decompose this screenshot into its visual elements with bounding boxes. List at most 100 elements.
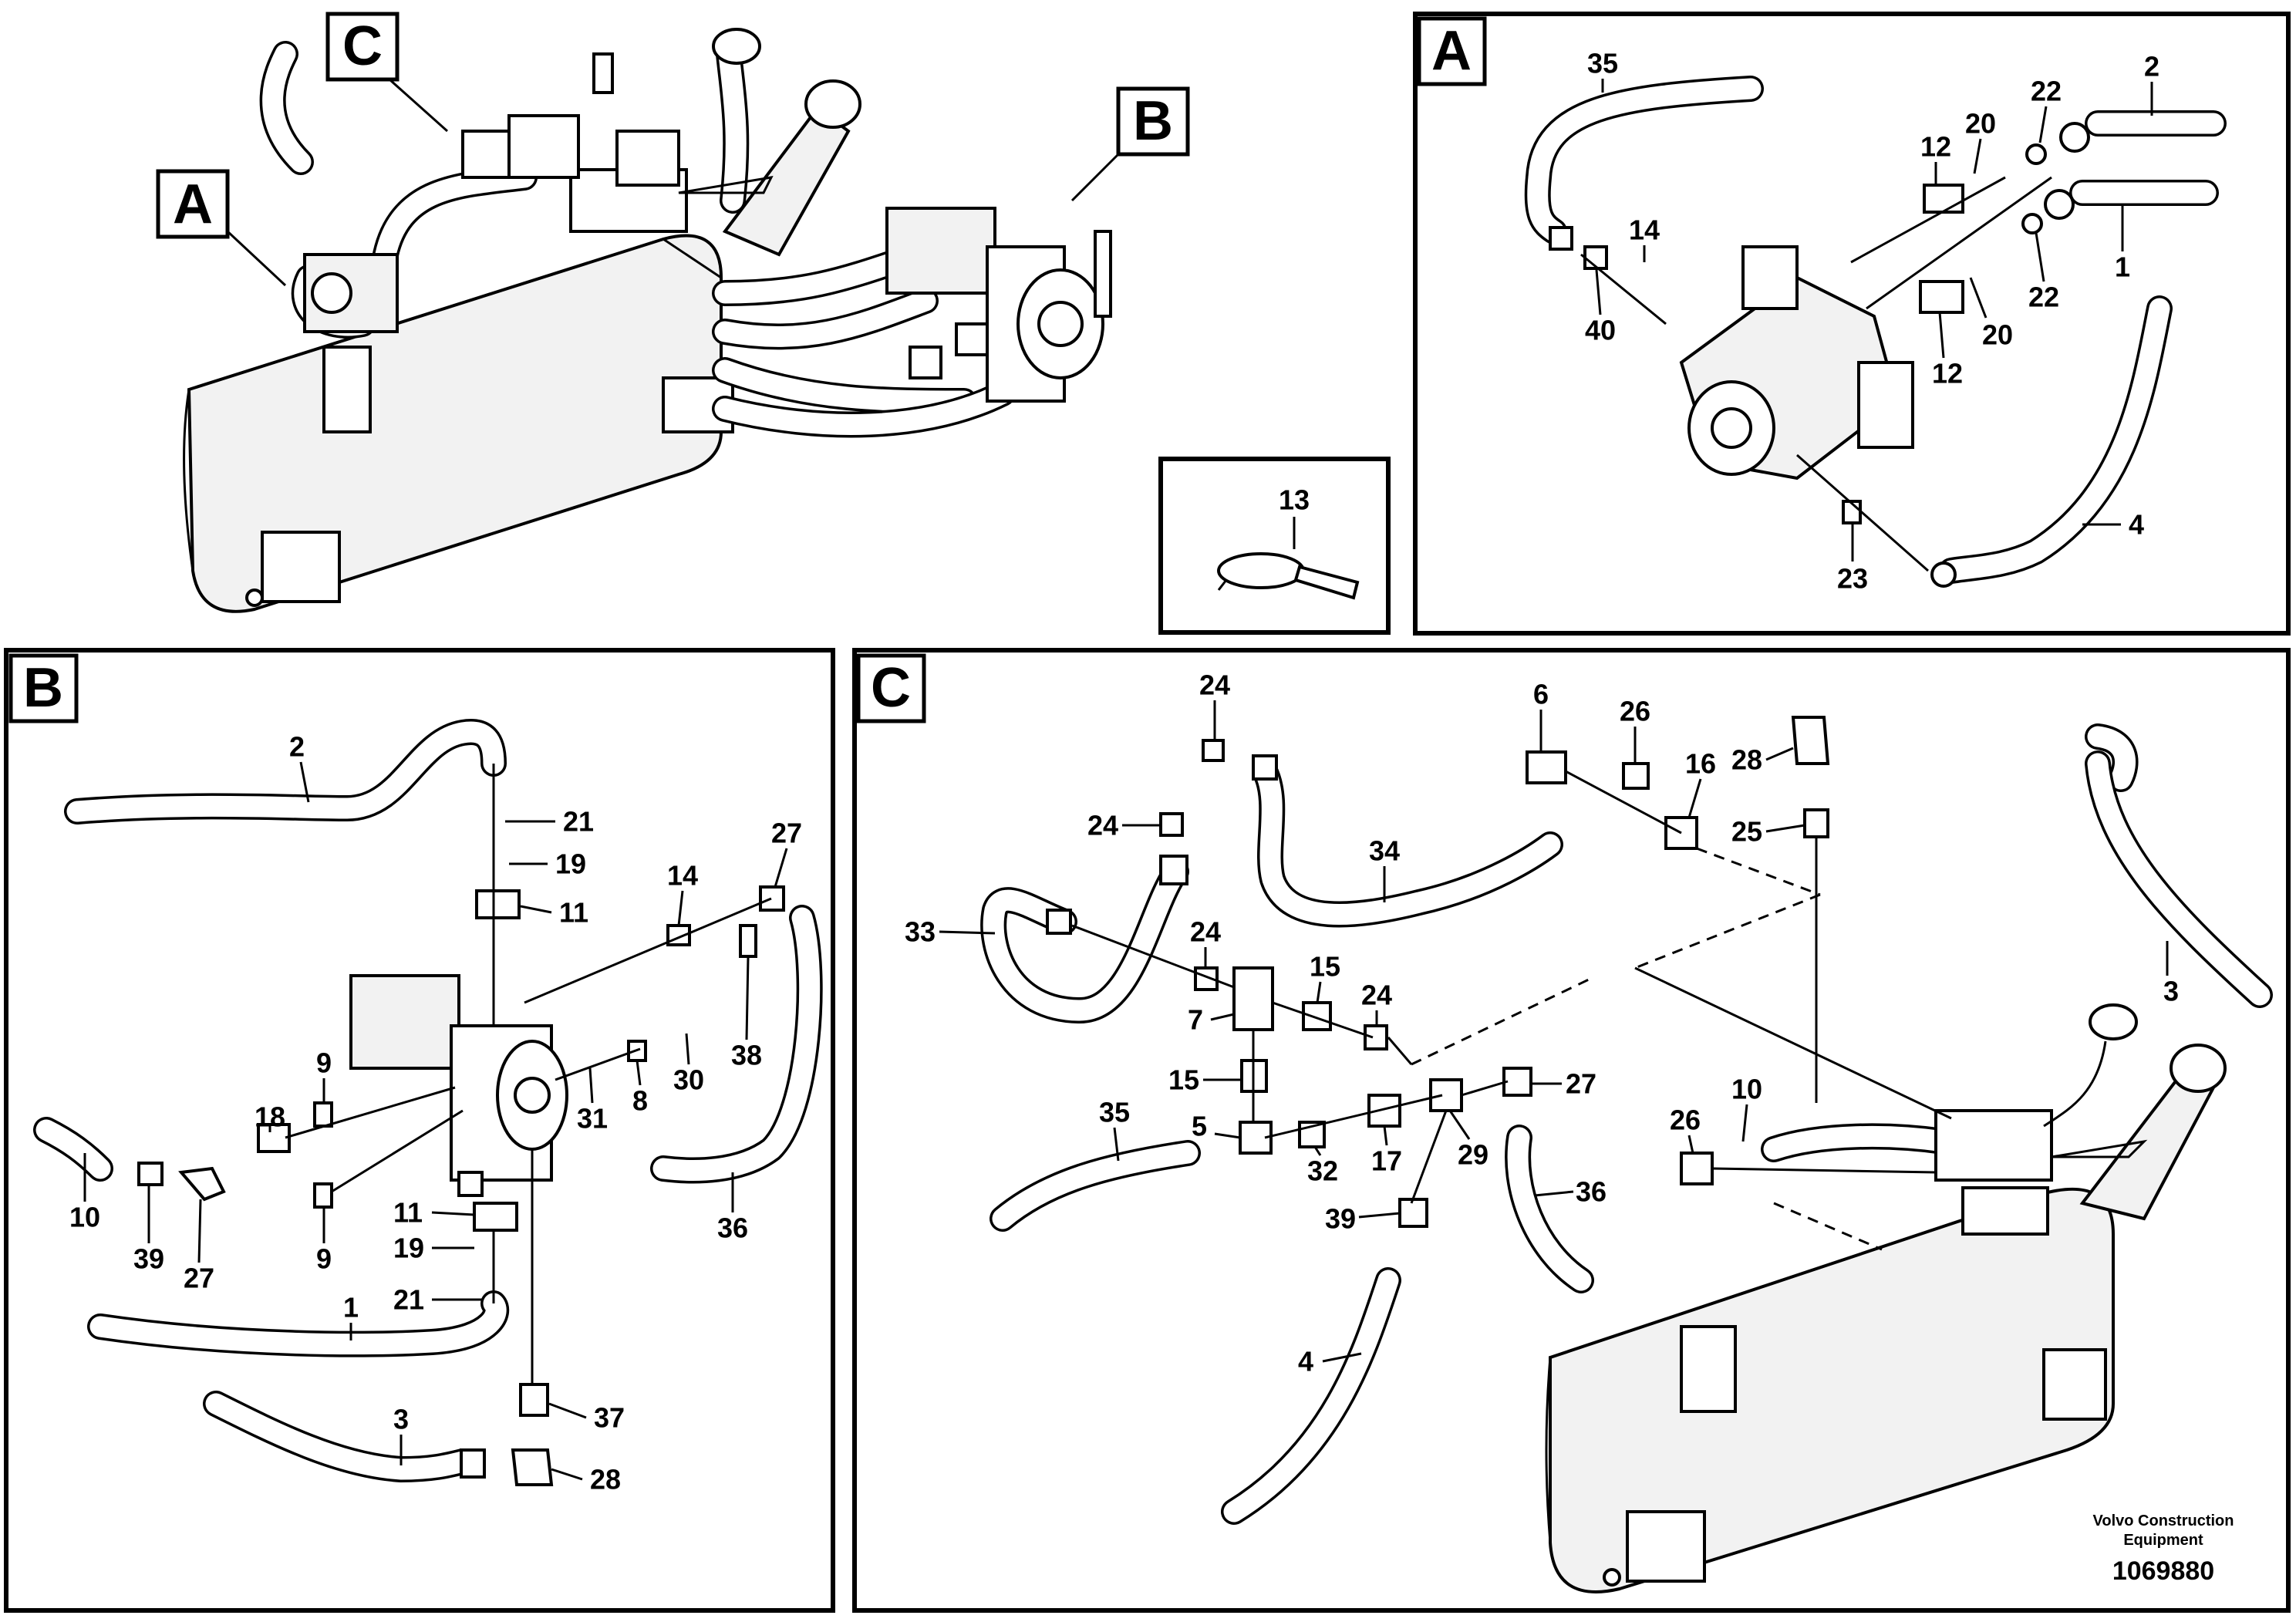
view-a-panel: A 35 (1413, 12, 2291, 636)
c-label-24-mid: 24 (1087, 810, 1118, 841)
c-tank-top (1934, 1003, 2227, 1236)
a-label-14: 14 (1629, 214, 1660, 246)
detail-13-panel: 13 (1158, 457, 1391, 635)
c-elbow-24-mid (1159, 855, 1188, 885)
c-label-24-top: 24 (1199, 669, 1230, 701)
travel-motor (1679, 245, 1914, 481)
c-label-17: 17 (1371, 1145, 1402, 1177)
b-label-36: 36 (717, 1212, 748, 1244)
a-label-23: 23 (1837, 563, 1868, 595)
c-label-4: 4 (1298, 1346, 1313, 1378)
b-label-21b: 21 (393, 1284, 424, 1316)
a-label-4: 4 (2129, 509, 2144, 541)
b-pump (349, 974, 568, 1197)
b-fitting-37 (519, 1383, 549, 1417)
c-fitting-33 (1046, 909, 1072, 935)
c-label-39: 39 (1325, 1203, 1356, 1235)
b-label-39: 39 (133, 1243, 164, 1275)
c-fitting-24-top (1202, 739, 1225, 762)
view-a-tag: A (1431, 20, 1472, 82)
motor-left (303, 253, 399, 333)
view-b-panel: B (4, 648, 835, 1613)
cable-tie (1217, 552, 1360, 600)
c-tank (1545, 1187, 2115, 1593)
c-label-5: 5 (1192, 1111, 1207, 1142)
c-label-36: 36 (1576, 1176, 1607, 1208)
c-elbow-27 (1502, 1067, 1532, 1097)
tank (183, 234, 734, 613)
c-fitting-17 (1367, 1094, 1401, 1128)
callout-b-label: B (1133, 90, 1173, 152)
c-label-27: 27 (1566, 1068, 1596, 1100)
view-c-tag: C (871, 657, 911, 719)
c-hose-34 (1252, 758, 1563, 928)
b-label-19b: 19 (393, 1233, 424, 1264)
c-label-24-lower: 24 (1190, 916, 1221, 948)
c-label-24-right: 24 (1361, 980, 1392, 1011)
callout-a: A (156, 169, 287, 287)
c-label-26-lower: 26 (1670, 1104, 1701, 1136)
c-fitting-24-right (1364, 1024, 1388, 1050)
c-label-29: 29 (1458, 1139, 1489, 1171)
c-label-16: 16 (1685, 748, 1716, 780)
hose-35 (1524, 76, 1764, 244)
b-sensor-9-upper (313, 1101, 333, 1128)
brand-line-2: Equipment (2123, 1532, 2203, 1549)
tank-top-assembly (461, 28, 774, 233)
a-flange-12-upper (1923, 184, 1964, 214)
b-label-9-lower: 9 (316, 1243, 332, 1275)
b-label-27b: 27 (184, 1263, 214, 1294)
a-label-12b: 12 (1932, 358, 1963, 389)
a-label-2: 2 (2144, 51, 2159, 83)
c-block-7 (1232, 966, 1274, 1031)
c-fitting-6 (1526, 750, 1567, 784)
b-label-19: 19 (555, 848, 586, 880)
overview-illustration: A C B (156, 12, 1190, 613)
b-sensor-9-lower (313, 1182, 333, 1209)
b-label-28: 28 (590, 1464, 621, 1496)
b-elbow-27 (178, 1166, 226, 1202)
b-fitting-39 (137, 1162, 164, 1186)
b-sensor-38 (739, 924, 757, 958)
label-13: 13 (1279, 484, 1310, 516)
a-label-22b: 22 (2028, 282, 2059, 313)
a-oring-22-lower (2021, 213, 2043, 234)
c-label-28: 28 (1731, 744, 1762, 776)
c-elbow-28 (1791, 716, 1830, 765)
b-label-14: 14 (667, 860, 698, 892)
b-flange-11-bottom (473, 1202, 518, 1232)
a-label-22: 22 (2031, 76, 2062, 107)
b-label-1: 1 (343, 1292, 359, 1324)
a-label-1: 1 (2115, 251, 2130, 283)
c-label-15-lower: 15 (1168, 1064, 1199, 1096)
pump-assembly (885, 207, 1112, 403)
view-b-tag: B (23, 657, 63, 719)
c-label-35: 35 (1099, 1097, 1130, 1128)
a-fitting-upper (2059, 122, 2090, 153)
c-label-26-top: 26 (1620, 696, 1650, 727)
callout-b: B (1070, 86, 1190, 202)
b-label-10: 10 (69, 1202, 100, 1233)
b-label-21: 21 (563, 806, 594, 838)
b-label-37: 37 (594, 1402, 625, 1434)
a-fitting-lower (2044, 189, 2075, 220)
c-label-3: 3 (2163, 976, 2179, 1007)
b-label-8: 8 (632, 1085, 648, 1117)
a-label-40: 40 (1585, 315, 1616, 346)
c-label-34: 34 (1369, 835, 1400, 867)
c-label-7: 7 (1188, 1004, 1203, 1036)
brand-line-1: Volvo Construction (2093, 1512, 2234, 1529)
b-label-11: 11 (559, 897, 588, 929)
c-fitting-39 (1398, 1198, 1428, 1228)
b-label-2: 2 (289, 731, 305, 763)
b-label-31: 31 (577, 1103, 608, 1135)
c-label-32: 32 (1307, 1155, 1338, 1187)
a-oring-22-upper (2025, 143, 2047, 165)
c-label-10: 10 (1731, 1074, 1762, 1105)
document-number: 1069880 (2112, 1556, 2214, 1586)
callout-c: C (325, 12, 448, 133)
c-label-33: 33 (905, 916, 936, 948)
c-fitting-26-lower (1680, 1152, 1714, 1185)
callout-a-label: A (173, 174, 213, 235)
c-elbow-34 (1252, 754, 1278, 781)
